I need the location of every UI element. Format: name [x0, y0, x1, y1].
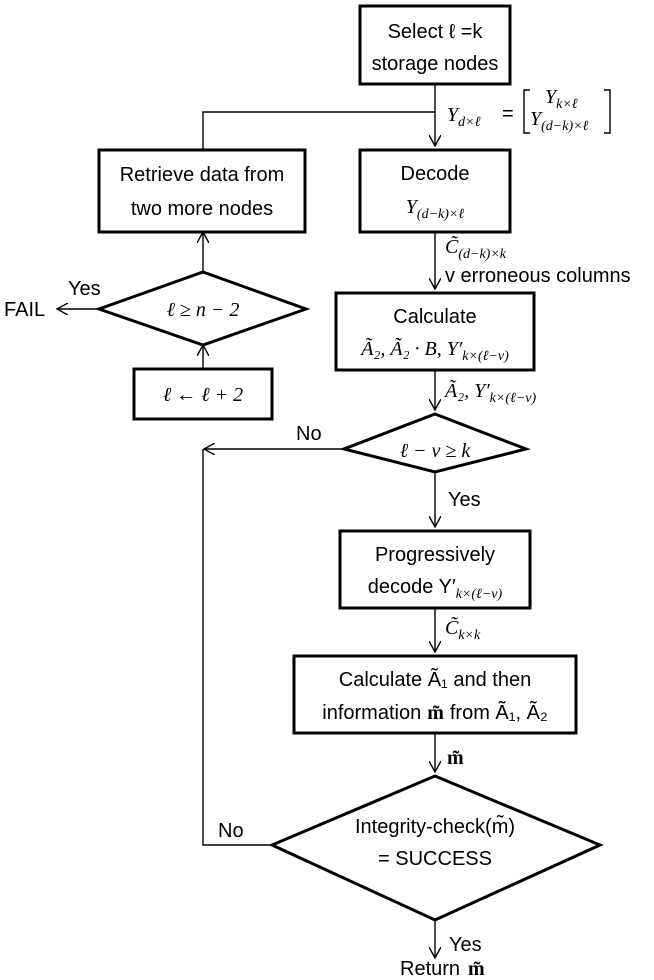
fail-label: FAIL	[4, 299, 45, 321]
bracket-right	[604, 89, 611, 134]
calc-a1-line2: information m̃ from Ã₁, Ã₂	[322, 700, 547, 724]
integrity-line2: = SUCCESS	[378, 848, 492, 870]
decode-y: Y	[406, 196, 419, 218]
c-kk-sub: k×k	[458, 628, 481, 643]
progress-box	[338, 529, 532, 610]
decode-box	[358, 148, 512, 234]
y-top-main: Y	[545, 86, 558, 108]
increment-box	[132, 367, 274, 421]
bracket-left	[523, 89, 530, 134]
calc-line2: Ã₂, Ã₂ · B, Y′k×(ℓ−v)	[359, 336, 509, 364]
progress-line1: Progressively	[375, 544, 495, 566]
edge-retrieve-to-merge	[202, 111, 435, 150]
cond-n-diamond	[94, 270, 311, 347]
node-select: Select ℓ =k storage nodes	[358, 4, 512, 86]
retrieve-line1: Retrieve data from	[120, 164, 285, 186]
calc-terms-sub: k×(ℓ−v)	[462, 349, 509, 364]
y-lhs-sub: d×ℓ	[458, 115, 480, 130]
c-tilde-main: C̃	[445, 235, 459, 258]
y-bot-sub: (d−k)×ℓ	[541, 119, 588, 134]
calc-a1-m: m̃	[427, 702, 444, 724]
y-top-sub: k×ℓ	[556, 97, 578, 112]
edge-labels: Yd×ℓ = Yk×ℓ Y(d−k)×ℓ C̃(d−k)×k v erroneo…	[4, 86, 631, 980]
cond-k-diamond	[339, 412, 531, 474]
return-text: Return	[400, 958, 460, 980]
edge-integrity-no	[202, 449, 272, 846]
y-matrix-lhs: Yd×ℓ	[447, 104, 481, 130]
decode-line1: Decode	[401, 163, 470, 185]
a2-y-label: Ã₂, Y′k×(ℓ−v)	[443, 378, 536, 406]
erroneous-label: v erroneous columns	[445, 265, 631, 287]
yes-fail-label: Yes	[68, 278, 101, 300]
c-kk-label: C̃k×k	[445, 616, 481, 643]
integrity-diamond	[268, 774, 604, 922]
decode-line2: Y(d−k)×ℓ	[406, 196, 465, 222]
calc-box	[334, 291, 536, 372]
yes-k-label: Yes	[448, 489, 481, 511]
a2-y-sub: k×(ℓ−v)	[490, 391, 537, 406]
y-matrix-eq: =	[502, 103, 514, 125]
node-increment: ℓ ← ℓ + 2	[132, 367, 274, 421]
calc-line1: Calculate	[393, 306, 476, 328]
yes-integrity-label: Yes	[449, 934, 482, 956]
cond-k-label: ℓ − v ≥ k	[400, 440, 472, 462]
return-label: Return m̃	[400, 958, 485, 980]
node-calc-a1: Calculate Ã₁ and then information m̃ from …	[292, 654, 578, 735]
node-cond-k: ℓ − v ≥ k	[339, 412, 531, 474]
node-decode: Decode Y(d−k)×ℓ	[358, 148, 512, 234]
a2-y-main: Ã₂, Y′	[443, 378, 490, 402]
calc-terms: Ã₂, Ã₂ · B, Y′	[359, 336, 463, 360]
select-box	[358, 4, 512, 86]
progress-main: decode Y′	[368, 576, 456, 598]
calc-a1-from: from Ã₁, Ã₂	[450, 700, 548, 724]
node-cond-n: ℓ ≥ n − 2	[94, 270, 311, 347]
y-matrix-top: Yk×ℓ	[545, 86, 578, 112]
retrieve-box	[97, 148, 307, 234]
y-matrix-bot: Y(d−k)×ℓ	[530, 108, 589, 134]
c-tilde-label: C̃(d−k)×k	[445, 235, 507, 262]
decode-y-sub: (d−k)×ℓ	[417, 207, 464, 222]
select-line2: storage nodes	[372, 53, 499, 75]
cond-n-label: ℓ ≥ n − 2	[167, 299, 240, 321]
calc-a1-line1: Calculate Ã₁ and then	[339, 667, 531, 691]
progress-line2: decode Y′k×(ℓ−v)	[368, 576, 503, 602]
no-k-label: No	[296, 423, 322, 445]
node-retrieve: Retrieve data from two more nodes	[97, 148, 307, 234]
y-lhs-main: Y	[447, 104, 460, 126]
calc-a1-box	[292, 654, 578, 735]
node-progress: Progressively decode Y′k×(ℓ−v)	[338, 529, 532, 610]
integrity-line1: Integrity-check(m̃)	[355, 815, 515, 838]
m-out-label: m̃	[447, 747, 464, 769]
node-calc: Calculate Ã₂, Ã₂ · B, Y′k×(ℓ−v)	[334, 291, 536, 372]
retrieve-line2: two more nodes	[131, 198, 273, 220]
calc-a1-info: information	[322, 702, 421, 724]
increment-label: ℓ ← ℓ + 2	[163, 384, 243, 406]
progress-sub: k×(ℓ−v)	[456, 587, 503, 602]
return-m: m̃	[468, 958, 485, 980]
y-matrix-label: Yd×ℓ = Yk×ℓ Y(d−k)×ℓ	[447, 86, 611, 134]
c-kk-main: C̃	[445, 616, 459, 639]
c-tilde-sub: (d−k)×k	[458, 247, 506, 262]
select-line1: Select ℓ =k	[388, 21, 484, 43]
connectors	[57, 84, 435, 958]
node-integrity: Integrity-check(m̃) = SUCCESS	[268, 774, 604, 922]
y-bot-main: Y	[530, 108, 543, 130]
no-integrity-label: No	[218, 820, 244, 842]
